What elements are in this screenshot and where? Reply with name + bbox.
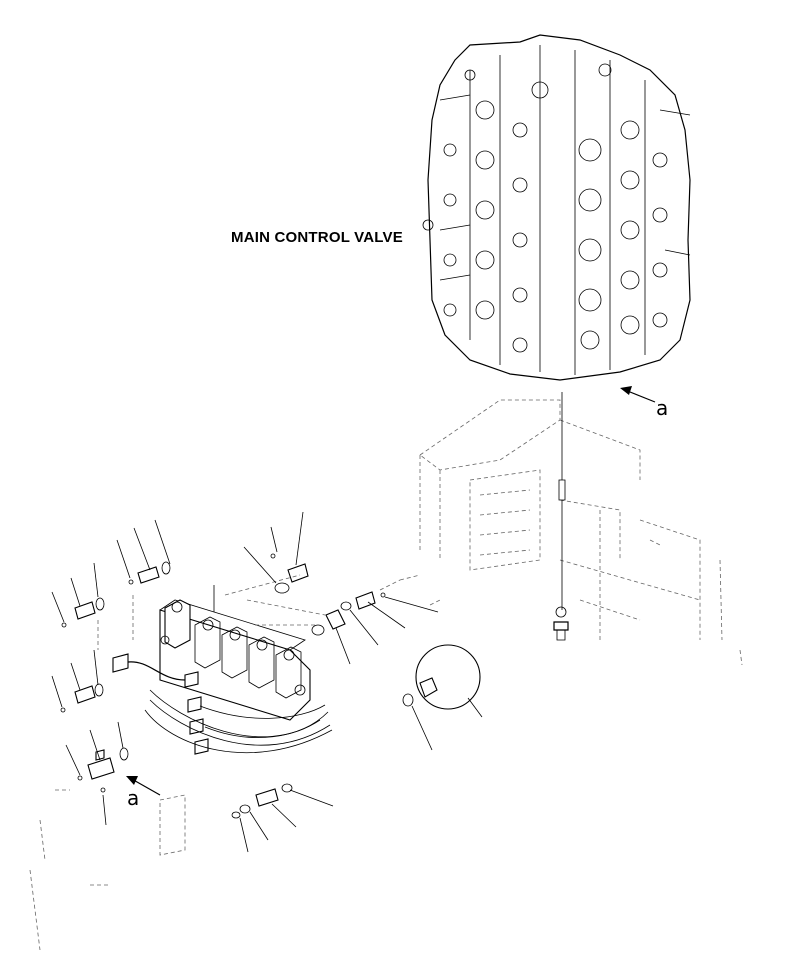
accumulator-drawing bbox=[402, 644, 481, 710]
leader-lines bbox=[51, 511, 483, 853]
solenoid-valve-assembly-drawing bbox=[112, 599, 333, 755]
mounting-bolt-drawing bbox=[553, 392, 569, 641]
fittings-drawing bbox=[29, 553, 401, 951]
view-arrow-a-bottom bbox=[126, 776, 161, 796]
view-arrow-a-top bbox=[620, 386, 656, 403]
view-a-label-bottom: a bbox=[127, 786, 140, 810]
bracket-frame-drawing bbox=[399, 399, 743, 666]
main-control-valve-label: MAIN CONTROL VALVE bbox=[231, 229, 403, 246]
main-control-valve-drawing bbox=[422, 34, 691, 381]
view-a-label-top: a bbox=[656, 396, 669, 420]
